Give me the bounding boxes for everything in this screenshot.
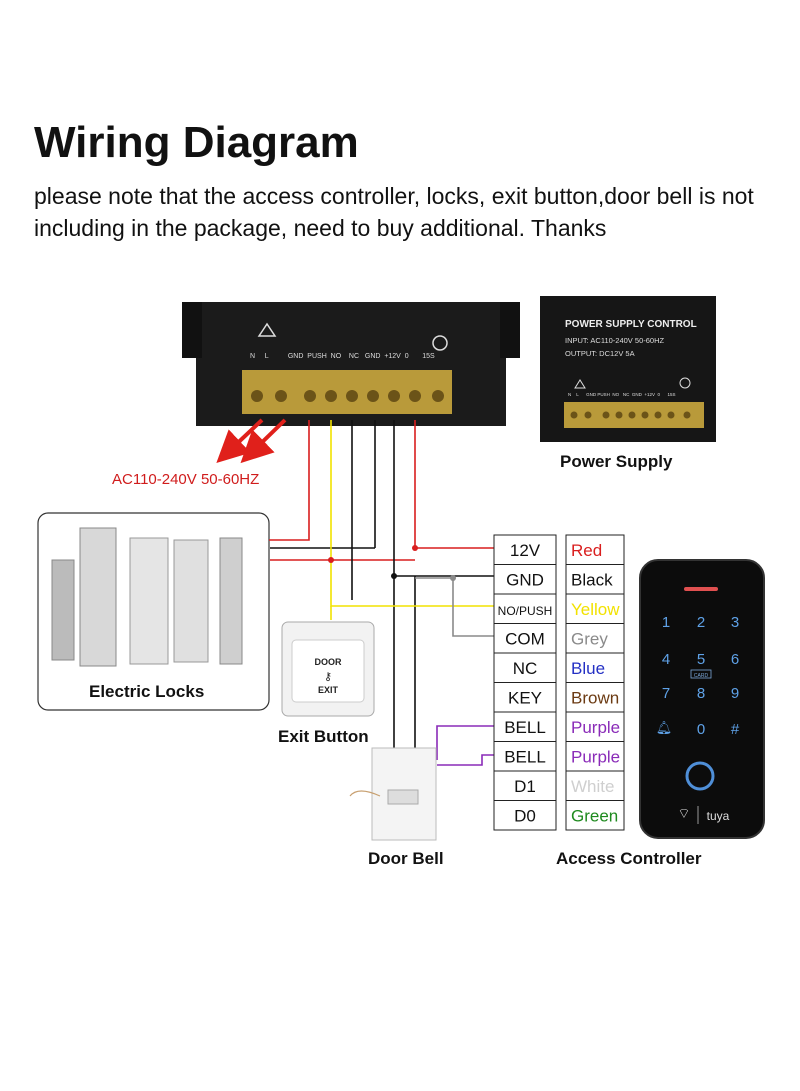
terminal-cell [493,770,557,801]
terminal-cell [493,682,557,713]
terminal-label: BELL [504,747,546,766]
color-cell [565,682,625,713]
keypad-key: # [731,721,740,738]
wires [269,420,494,790]
ac-input-arrows [216,418,287,464]
wire-color-label: Green [571,806,618,825]
terminal-label: D0 [514,806,536,825]
terminal-label: 12V [510,541,541,560]
ac-input-label: AC110-240V 50-60HZ [112,471,259,488]
wire-color-label: Yellow [571,600,620,619]
wire-color-label: Grey [571,629,608,648]
wire-color-label: Purple [571,747,620,766]
strike-lock-image [219,537,243,665]
psu-input: INPUT: AC110-240V 50-60HZ [565,336,664,345]
terminal-cell [493,593,557,624]
keypad-key: 3 [731,614,739,631]
terminal-cell [493,652,557,683]
brand-label: tuya [707,809,730,823]
fingerprint-icon [685,761,715,791]
keypad-key: 4 [662,651,670,668]
main-power-supply: N L GND PUSH NO NC GND +12V 0 15S [182,302,520,426]
wire-color-label: Brown [571,688,619,707]
wifi-icon: ⌔ [677,805,690,821]
door-bell-device [349,747,437,841]
exit-door-label: DOOR [315,657,343,667]
wire-color-label: White [571,777,614,796]
terminal-label: NO/PUSH [498,604,553,618]
color-cell [565,800,625,831]
terminal-label: BELL [504,718,546,737]
wire-color-label: Red [571,541,602,560]
keypad-key: 6 [731,651,739,668]
terminal-label: COM [505,629,545,648]
keypad-key: 2 [697,614,705,631]
psu-title: POWER SUPPLY CONTROL [565,319,697,330]
psu-output: OUTPUT: DC12V 5A [565,349,635,358]
exit-button-caption: Exit Button [278,727,369,746]
color-cell [565,741,625,772]
electric-locks-caption: Electric Locks [89,682,204,701]
card-label: CARD [694,673,709,679]
keypad-key: 7 [662,685,670,702]
terminal-cell [493,711,557,742]
package-note: please note that the access controller, … [34,183,754,241]
terminal-cell [493,623,557,654]
terminal-label: NC [513,659,538,678]
keypad-key: 1 [662,614,670,631]
wire-junctions [328,545,456,581]
wire-color-label: Purple [571,718,620,737]
dial-icon [679,377,691,389]
terminal-label: KEY [508,688,542,707]
warning-icon [257,322,277,337]
exit-exit-label: EXIT [318,685,339,695]
dial-icon [432,335,448,351]
color-cell [565,711,625,742]
electric-locks-panel [37,512,270,711]
color-cell [565,623,625,654]
keypad-key: 5 [697,651,705,668]
access-controller-device: 1 2 3 4 5 6 7 8 9 0 # CARD 🔔︎ ⌔ tuya [639,559,765,839]
key-icon: ⚷ [324,671,332,683]
door-bell-caption: Door Bell [368,849,444,868]
magnetic-lock-image [79,527,117,667]
bell-icon: 🔔︎ [656,720,673,735]
terminal-cell [493,534,557,565]
power-supply-caption: Power Supply [560,452,673,471]
terminal-cell [493,800,557,831]
terminal-label: D1 [514,777,536,796]
wire-color-label: Blue [571,659,605,678]
warning-icon [574,379,586,389]
wire-color-label: Black [571,570,613,589]
exit-button-device: DOOR ⚷ EXIT [281,621,375,717]
terminal-cell [493,741,557,772]
access-controller-caption: Access Controller [556,849,702,868]
page-title: Wiring Diagram [34,118,359,167]
main-psu-terminal-labels: N L GND PUSH NO NC GND +12V 0 15S [250,353,435,360]
color-cell [565,593,625,624]
psu-terminal-labels: N L GND PUSH NO NC GND +12V 0 15S [568,392,676,397]
keypad-key: 0 [697,721,705,738]
keypad-key: 9 [731,685,739,702]
small-power-supply: POWER SUPPLY CONTROL INPUT: AC110-240V 5… [540,296,716,442]
keypad-key: 8 [697,685,705,702]
bolt-lock-image [129,537,169,665]
terminal-label: GND [506,570,544,589]
